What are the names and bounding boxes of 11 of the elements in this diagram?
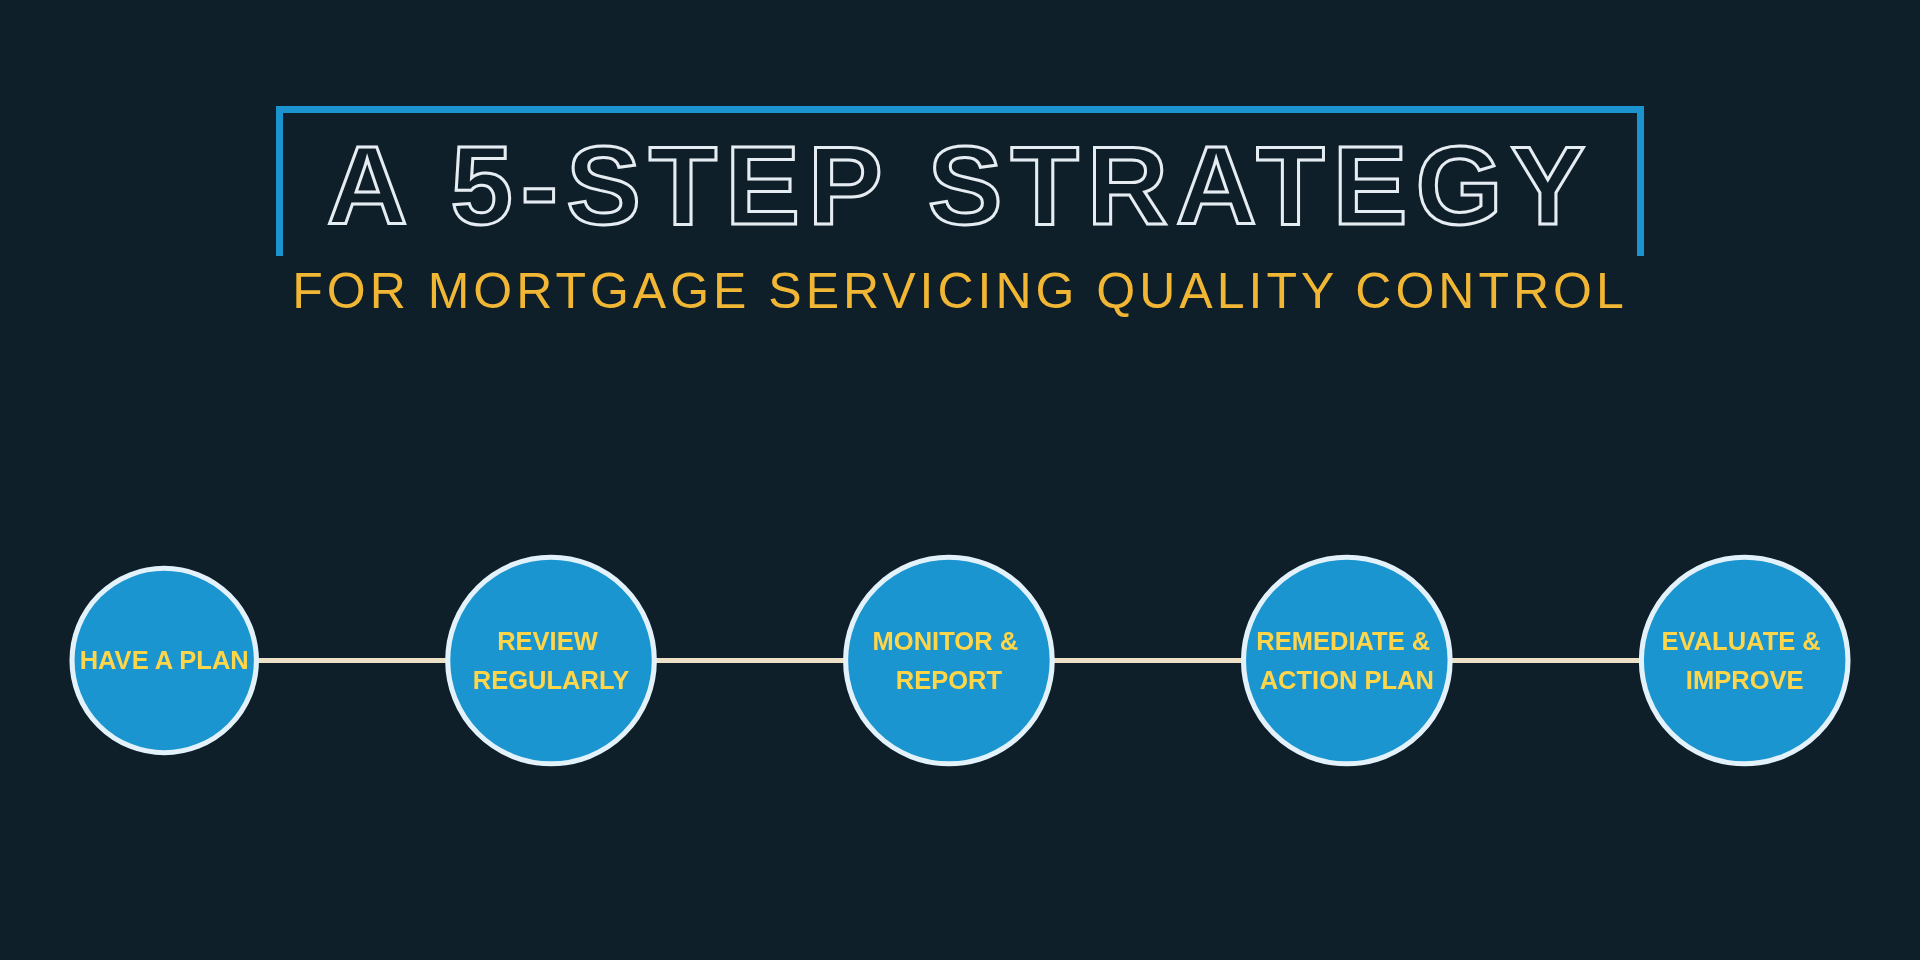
connector [1052,657,1244,663]
node-circle: REVIEW REGULARLY [445,554,657,766]
node-circle: REMEDIATE & ACTION PLAN [1240,554,1453,766]
connector [256,657,448,663]
title: A 5-STEP STRATEGY [326,127,1594,245]
connector [1450,657,1642,663]
subtitle: FOR MORTGAGE SERVICING QUALITY CONTROL [292,264,1628,319]
node-circle: MONITOR & REPORT [843,554,1055,766]
connector [654,657,846,663]
node-circle: HAVE A PLAN [69,565,259,755]
node-circle: EVALUATE & IMPROVE [1638,554,1851,766]
